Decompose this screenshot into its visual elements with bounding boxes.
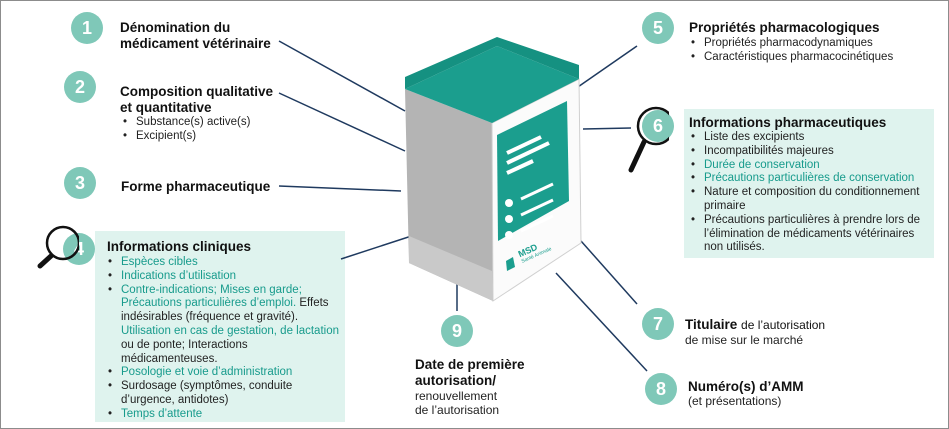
list-item: Excipient(s) xyxy=(120,130,320,144)
list-item: Espèces cibles xyxy=(105,256,343,270)
list-proprietes: Propriétés pharmacodynamiques Caractéris… xyxy=(688,37,928,65)
magnifier-icon xyxy=(37,225,79,269)
number-badge-8: 8 xyxy=(645,373,677,405)
title-numero-amm: Numéro(s) d’AMM xyxy=(688,379,804,394)
list-item: Surdosage (symptômes, conduite d’urgence… xyxy=(105,380,343,408)
number-badge-6: 6 xyxy=(642,110,674,142)
product-box xyxy=(405,37,582,302)
list-item: Contre-indications; Mises en garde; Préc… xyxy=(105,284,343,367)
list-item: Incompatibilités majeures xyxy=(688,145,931,159)
list-item: Temps d’attente xyxy=(105,408,343,422)
title-proprietes-pharmacologiques: Propriétés pharmacologiques xyxy=(689,20,880,35)
list-item: Substance(s) active(s) xyxy=(120,116,320,130)
title-forme-pharmaceutique: Forme pharmaceutique xyxy=(121,179,271,194)
list-item: Caractéristiques pharmacocinétiques xyxy=(688,51,928,65)
title-date-autorisation-line2: autorisation/ xyxy=(415,373,497,388)
title-titulaire: Titulaire de l’autorisation xyxy=(685,317,826,332)
number-badge-7: 7 xyxy=(642,308,674,340)
number-badge-5: 5 xyxy=(642,12,674,44)
magnifier-icon xyxy=(628,106,669,173)
list-item: Précautions particulières de conservatio… xyxy=(688,172,931,186)
list-item: Indications d’utilisation xyxy=(105,270,343,284)
subtitle-titulaire: de mise sur le marché xyxy=(685,333,804,347)
title-informations-pharmaceutiques: Informations pharmaceutiques xyxy=(689,115,887,130)
subtitle-date-line2: de l’autorisation xyxy=(415,403,500,417)
list-item: Propriétés pharmacodynamiques xyxy=(688,37,928,51)
list-item: Liste des excipients xyxy=(688,131,931,145)
list-item: Précautions particulières à prendre lors… xyxy=(688,214,931,255)
number-badge-1: 1 xyxy=(71,12,103,44)
list-informations-pharmaceutiques: Liste des excipients Incompatibilités ma… xyxy=(688,131,931,255)
title-composition-line2: et quantitative xyxy=(120,100,212,115)
title-date-autorisation: Date de première xyxy=(415,357,525,372)
list-item: Durée de conservation xyxy=(688,159,931,173)
list-item: Nature et composition du conditionnement… xyxy=(688,186,931,214)
number-badge-9: 9 xyxy=(441,315,473,347)
subtitle-numero-amm: (et présentations) xyxy=(688,394,782,408)
list-item: Posologie et voie d’administration xyxy=(105,366,343,380)
number-badge-2: 2 xyxy=(64,71,96,103)
title-informations-cliniques: Informations cliniques xyxy=(107,239,252,254)
title-denomination: Dénomination du xyxy=(120,20,231,35)
list-composition: Substance(s) active(s) Excipient(s) xyxy=(120,116,320,144)
title-denomination-line2: médicament vétérinaire xyxy=(120,36,271,51)
number-badge-3: 3 xyxy=(64,167,96,199)
subtitle-date-line1: renouvellement xyxy=(415,389,498,403)
title-composition: Composition qualitative xyxy=(120,84,274,99)
list-informations-cliniques: Espèces cibles Indications d’utilisation… xyxy=(105,256,343,422)
